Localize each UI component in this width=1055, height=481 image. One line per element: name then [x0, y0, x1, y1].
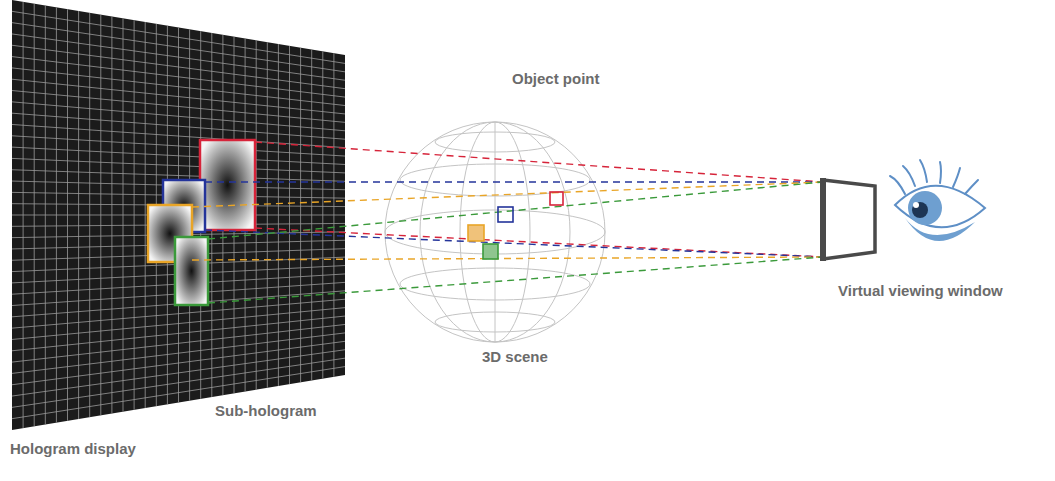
grid-line: [12, 341, 345, 384]
viewing-window: [823, 178, 875, 261]
pixel-grid: [12, 2, 345, 428]
scene-label: 3D scene: [482, 348, 548, 365]
object-point-label: Object point: [512, 70, 600, 87]
grid-line: [12, 68, 345, 106]
grid-line: [12, 308, 345, 340]
grid-line: [12, 136, 345, 156]
grid-line: [12, 79, 345, 114]
grid-line: [12, 367, 345, 419]
eye-icon: [890, 160, 985, 241]
object-points: [468, 192, 563, 259]
scene-sphere: [385, 122, 605, 342]
grid-line: [12, 333, 345, 374]
grid-line: [12, 358, 345, 407]
grid-line: [12, 350, 345, 396]
ray-lines: [192, 142, 823, 303]
grid-line: [12, 113, 345, 139]
grid-line: [12, 45, 345, 88]
viewing-window-label: Virtual viewing window: [838, 282, 1003, 299]
grid-line: [12, 11, 345, 63]
grid-line: [12, 158, 345, 172]
grid-line: [12, 57, 345, 98]
hologram-panel: [12, 0, 345, 430]
grid-line: [12, 147, 345, 164]
grid-line: [12, 23, 345, 72]
display-label: Hologram display: [10, 440, 136, 457]
grid-line: [12, 316, 345, 351]
sub-holograms: [148, 140, 255, 305]
sub-hologram-label: Sub-hologram: [215, 402, 317, 419]
